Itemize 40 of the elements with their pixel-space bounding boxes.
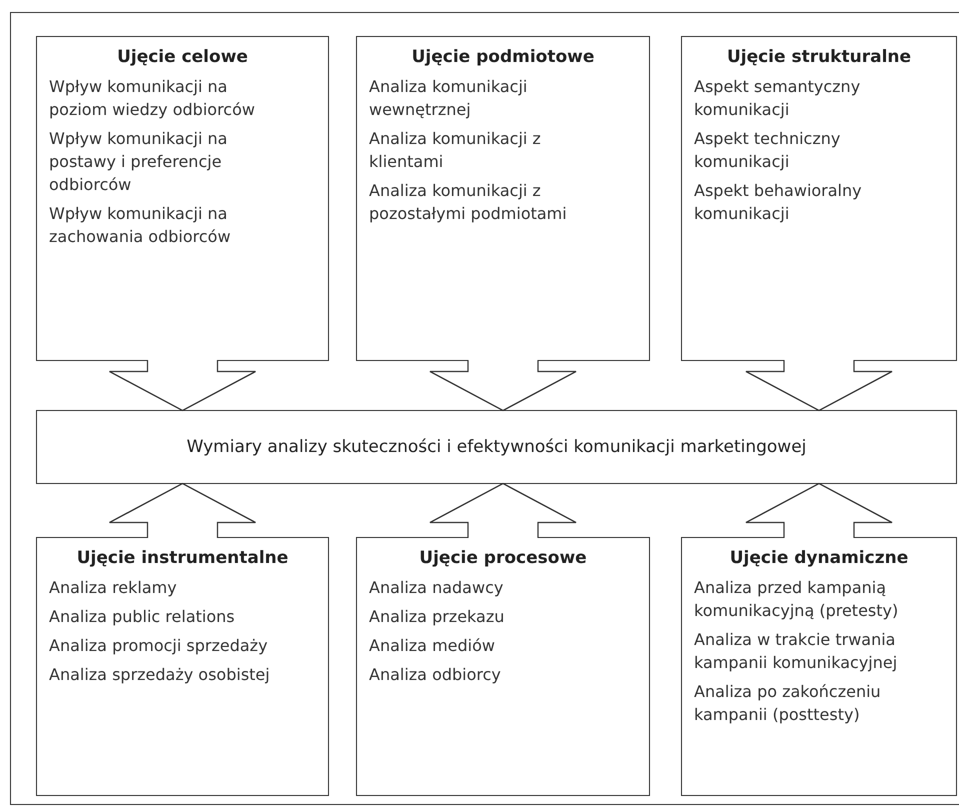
list-item: Analiza komunikacji z pozostałymi podmiotami	[369, 180, 568, 225]
list-item: Aspekt techniczny komunikacji	[694, 128, 842, 173]
list-item: Analiza komunikacji wewnętrznej	[369, 76, 528, 121]
block-arrow	[429, 482, 577, 539]
list-item: Analiza komunikacji z klientami	[369, 128, 542, 173]
text-box	[356, 537, 650, 796]
box-heading: Ujęcie strukturalne	[726, 47, 912, 67]
list-item: Analiza sprzedaży osobistej	[49, 664, 271, 686]
list-item: Analiza po zakończeniu kampanii (posttesty)	[694, 681, 882, 726]
list-item: Analiza nadawcy	[369, 577, 504, 599]
block-arrow	[108, 359, 256, 412]
list-item: Aspekt semantyczny komunikacji	[694, 76, 862, 121]
list-item: Analiza reklamy	[49, 577, 178, 599]
box-title: Wymiary analizy skuteczności i efektywności komunikacji marketingowej	[186, 437, 806, 457]
box-heading: Ujęcie celowe	[116, 47, 249, 67]
list-item: Analiza promocji sprzedaży	[49, 635, 269, 657]
list-item: Analiza przed kampanią komunikacyjną (pretesty)	[694, 577, 900, 622]
list-item: Analiza odbiorcy	[369, 664, 502, 686]
block-arrow	[429, 359, 577, 412]
text-box	[36, 537, 329, 796]
list-item: Wpływ komunikacji na poziom wiedzy odbiorców	[49, 76, 256, 121]
list-item: Wpływ komunikacji na zachowania odbiorców	[49, 203, 232, 248]
text-box	[36, 36, 329, 361]
box-heading: Ujęcie instrumentalne	[76, 548, 290, 568]
box-heading: Ujęcie procesowe	[418, 548, 588, 568]
list-item: Wpływ komunikacji na postawy i preferencje odbiorców	[49, 128, 228, 196]
box-heading: Ujęcie dynamiczne	[728, 548, 910, 568]
list-item: Analiza mediów	[369, 635, 496, 657]
block-arrow	[745, 482, 893, 539]
block-arrow	[745, 359, 893, 412]
text-box	[36, 410, 957, 484]
list-item: Analiza przekazu	[369, 606, 506, 628]
text-box	[356, 36, 650, 361]
box-heading: Ujęcie podmiotowe	[410, 47, 596, 67]
list-item: Aspekt behawioralny komunikacji	[694, 180, 863, 225]
block-arrow	[108, 482, 256, 539]
list-item: Analiza w trakcie trwania kampanii komunikacyjnej	[694, 629, 898, 674]
text-box	[681, 36, 957, 361]
text-box	[681, 537, 957, 796]
list-item: Analiza public relations	[49, 606, 236, 628]
